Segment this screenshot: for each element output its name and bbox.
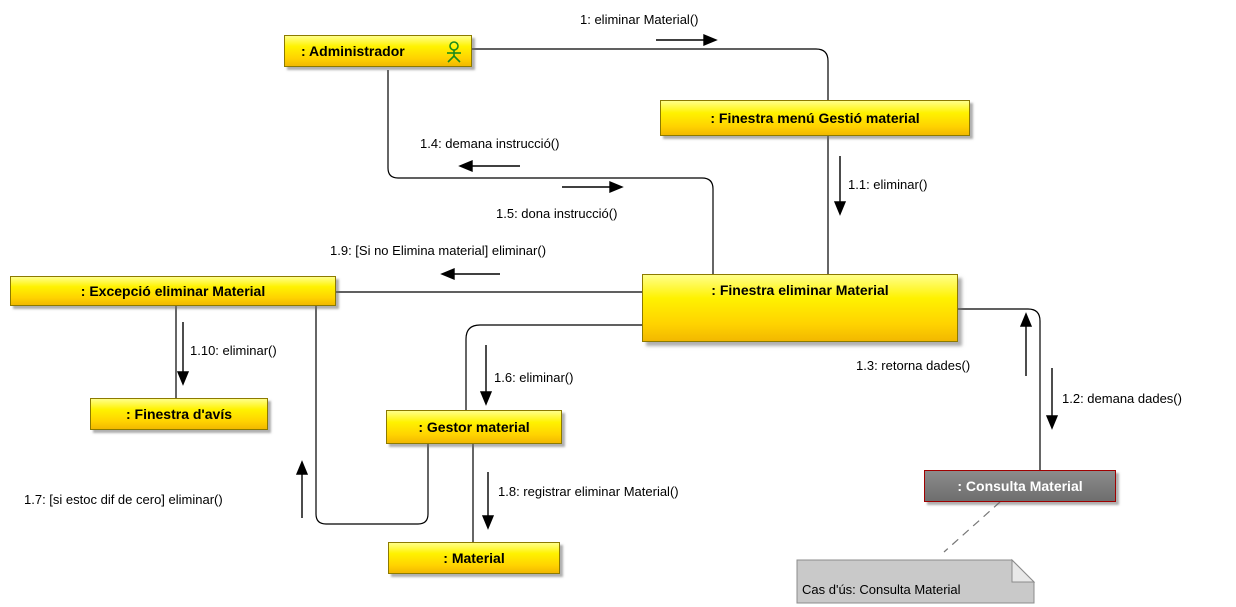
arrow-m1-8 [481, 472, 495, 530]
link-eliminar-consulta [958, 308, 1041, 470]
link-admin-menu [472, 48, 829, 100]
arrow-m1-4 [458, 159, 520, 173]
object-finestra-menu-label: : Finestra menú Gestió material [710, 110, 920, 126]
link-eliminar-gestor [465, 324, 642, 410]
object-finestra-menu[interactable]: : Finestra menú Gestió material [660, 100, 970, 136]
arrow-m1-9 [440, 267, 500, 281]
message-1-9: 1.9: [Si no Elimina material] eliminar() [330, 243, 547, 258]
object-administrador-label: : Administrador [301, 43, 405, 59]
actor-stick-figure-icon [447, 41, 461, 63]
arrow-m1-10 [176, 322, 190, 386]
message-1-2: 1.2: demana dades() [1062, 391, 1182, 406]
message-1-6: 1.6: eliminar() [494, 370, 574, 385]
arrow-m1-1 [833, 156, 847, 216]
object-administrador[interactable]: : Administrador [284, 35, 472, 67]
object-finestra-avis[interactable]: : Finestra d'avís [90, 398, 268, 430]
arrow-m1-5 [562, 180, 624, 194]
message-1-8: 1.8: registrar eliminar Material() [498, 484, 679, 499]
message-1-10: 1.10: eliminar() [190, 343, 277, 358]
object-finestra-eliminar-label: : Finestra eliminar Material [711, 282, 889, 298]
arrow-m1-2 [1045, 368, 1059, 430]
object-excepcio[interactable]: : Excepció eliminar Material [10, 276, 336, 306]
object-finestra-eliminar[interactable]: : Finestra eliminar Material [642, 274, 958, 342]
object-gestor-label: : Gestor material [418, 419, 530, 435]
message-1-1: 1.1: eliminar() [848, 177, 928, 192]
link-admin-eliminar [387, 70, 714, 275]
object-excepcio-label: : Excepció eliminar Material [80, 283, 266, 299]
object-material[interactable]: : Material [388, 542, 560, 574]
object-gestor[interactable]: : Gestor material [386, 410, 562, 444]
arrow-m1-3 [1019, 312, 1033, 376]
arrow-m1-7 [295, 460, 309, 518]
message-1-7: 1.7: [si estoc dif de cero] eliminar() [24, 492, 223, 507]
message-1-3: 1.3: retorna dades() [856, 358, 971, 373]
message-1-5: 1.5: dona instrucció() [496, 206, 618, 221]
message-1: 1: eliminar Material() [580, 12, 699, 27]
note-link [943, 501, 1001, 553]
message-1-4: 1.4: demana instrucció() [420, 136, 560, 151]
note-text: Cas d'ús: Consulta Material [802, 582, 961, 597]
object-consulta-label: : Consulta Material [957, 478, 1083, 494]
arrow-m1-6 [479, 345, 493, 406]
object-material-label: : Material [443, 550, 505, 566]
object-finestra-avis-label: : Finestra d'avís [125, 406, 233, 422]
link-gestor-excepcio [315, 306, 429, 525]
note-shape [796, 558, 1036, 604]
object-consulta[interactable]: : Consulta Material [924, 470, 1116, 502]
arrow-m1 [656, 33, 718, 47]
